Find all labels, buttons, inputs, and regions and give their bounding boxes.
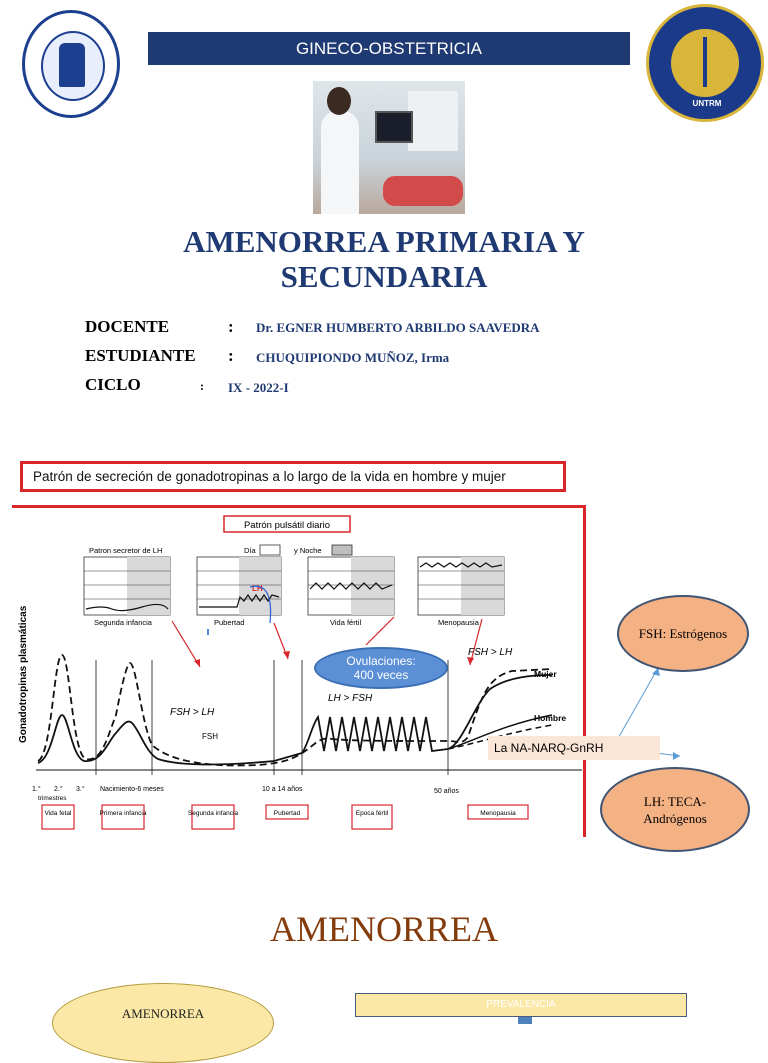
panel-label-pubertad: Pubertad [214,618,244,627]
panel-segunda-infancia [83,556,171,616]
chart-frame [12,505,586,837]
stage-epoca-fertil: Epoca fértil [356,810,389,817]
estudiante-label: ESTUDIANTE [85,346,196,365]
tl-nacimiento: Nacimiento-6 meses [100,786,164,793]
ultrasound-photo [313,81,465,214]
stage-primera-infancia: Primera infancia [100,810,147,817]
tl-2: 2.° [54,785,63,793]
logo-untrm-text: UNTRM [692,99,722,108]
panel-lh-label: LH [252,584,263,593]
lh-curve-man [447,714,553,750]
lh-curve-woman [37,674,553,766]
label-fsh: FSH [202,732,218,741]
label-mujer: Mujer [534,669,557,679]
panel-pubertad: LH [196,556,282,616]
dia-label: Día [244,546,257,555]
callout-arrows [615,667,681,760]
docente-value: Dr. EGNER HUMBERTO ARBILDO SAAVEDRA [256,320,540,335]
main-title: AMENORREA PRIMARIA Y SECUNDARIA [183,224,585,294]
stage-menopausia: Menopausia [480,810,516,817]
prevalencia-box: PREVALENCIA [355,993,687,1017]
docente-colon: : [228,317,234,336]
estudiante-value: CHUQUIPIONDO MUÑOZ, Irma [256,350,450,365]
chart-title: Patrón de secreción de gonadotropinas a … [33,469,506,484]
ciclo-value: IX - 2022-I [228,380,289,395]
chart-title-box: Patrón de secreción de gonadotropinas a … [20,461,566,492]
tl-1: 1.° [32,785,41,793]
ovulaciones-callout: Ovulaciones: 400 veces [314,647,448,689]
tl-menopausia-age: 50 años [434,788,459,795]
y-axis-label: Gonadotropinas plasmáticas [18,605,29,743]
fsh-curve [37,654,553,767]
lh-teca-callout: LH: TECA-Andrógenos [600,767,750,852]
stage-pubertad: Pubertad [274,810,301,817]
fsh-estrogenos-text: FSH: Estrógenos [638,625,728,641]
ciclo-colon: : [200,379,204,393]
stage-segunda-infancia: Segunda infancia [188,810,239,817]
tl-3: 3.° [76,785,85,793]
pattern-title-box [223,515,351,533]
fsh-estrogenos-callout: FSH: Estrógenos [617,595,749,672]
panel-vida-fertil [307,556,395,616]
header-bar: GINECO-OBSTETRICIA [148,32,630,65]
ovulaciones-text: Ovulaciones: 400 veces [346,654,416,682]
amenorrea-oval: AMENORREA [52,983,274,1063]
lh-teca-text: LH: TECA-Andrógenos [643,793,707,826]
school-logo-right: UNTRM [646,4,764,122]
panel-label-menopausia: Menopausia [438,618,480,627]
fsh-curve-man [447,724,553,750]
secretor-label: Patron secretor de LH [89,546,162,555]
label-lh-gt-fsh: LH > FSH [328,693,373,704]
docente-label: DOCENTE [85,317,170,336]
university-logo-left [22,10,120,118]
stage-vida-fetal: Vida fetal [45,810,73,817]
panel-label-vida-fertil: Vida fértil [330,618,361,627]
noche-label: y Noche [294,546,322,555]
label-fsh-gt-lh-2: FSH > LH [468,647,513,658]
estudiante-colon: : [228,346,234,365]
panel-menopausia [417,556,505,616]
ciclo-label: CICLO [85,375,141,394]
prevalencia-connector [518,1017,532,1024]
gonadotropin-figure: Patrón pulsátil diario Patron secretor d… [18,515,582,830]
tl-trimestres: trimestres [38,795,67,802]
na-narq-gnrh-box: La NA-NARQ-GnRH [488,736,660,760]
tl-pubertad-age: 10 a 14 años [262,786,303,793]
pattern-title: Patrón pulsátil diario [244,520,330,531]
label-fsh-gt-lh-1: FSH > LH [170,707,215,718]
label-hombre: Hombre [534,713,566,723]
na-narq-gnrh-text: La NA-NARQ-GnRH [494,741,604,755]
amenorrea-oval-text: AMENORREA [121,1006,205,1021]
section-title: AMENORREA [269,909,498,949]
panel-label-segunda-infancia: Segunda infancia [94,618,153,627]
